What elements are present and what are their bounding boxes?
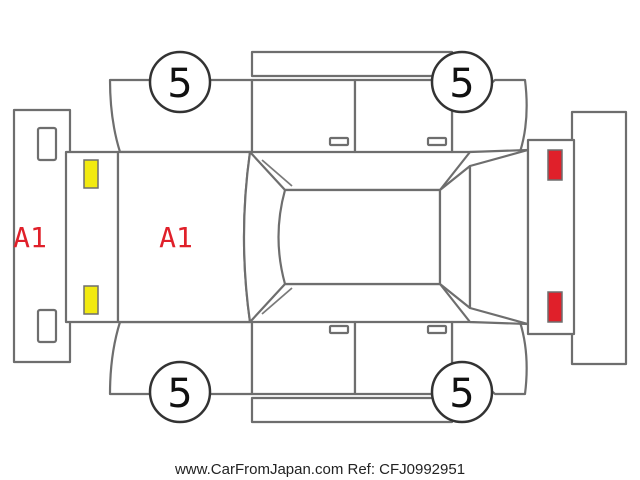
top-side-body — [108, 50, 528, 154]
front-bumper-grade-label: A1 — [13, 221, 47, 254]
tire-front-left-grade: 5 — [167, 61, 192, 107]
tire-front-right-grade: 5 — [167, 371, 192, 417]
front-bumper — [12, 108, 72, 364]
tire-front-left: 5 — [148, 50, 212, 114]
front-lamp-right — [83, 285, 99, 315]
tire-front-right: 5 — [148, 360, 212, 424]
rear-lamp-left — [547, 149, 563, 181]
rear-bumper — [570, 110, 628, 366]
tire-rear-left: 5 — [430, 50, 494, 114]
tire-rear-right-grade: 5 — [449, 371, 474, 417]
tire-rear-left-grade: 5 — [449, 61, 474, 107]
hood-grade-label: A1 — [159, 221, 193, 254]
rear-lamp-right — [547, 291, 563, 323]
front-lamp-left — [83, 159, 99, 189]
reference-footer: www.CarFromJapan.com Ref: CFJ0992951 — [174, 461, 465, 478]
tire-rear-right: 5 — [430, 360, 494, 424]
top-view-body — [64, 138, 576, 336]
